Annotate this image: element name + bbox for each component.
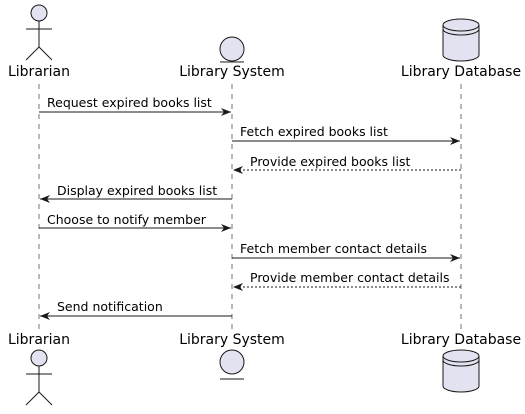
- database-icon: [442, 18, 480, 62]
- participant-label-library-database: Library Database: [400, 64, 522, 80]
- message-label: Request expired books list: [47, 95, 212, 110]
- message-label: Fetch expired books list: [240, 124, 388, 139]
- message-label: Send notification: [57, 299, 163, 314]
- entity-icon: [219, 36, 245, 63]
- participant-label-library-system: Library System: [179, 332, 285, 348]
- message-label: Provide expired books list: [250, 154, 411, 169]
- participant-label-librarian: Librarian: [7, 64, 70, 80]
- participant-label-library-system: Library System: [179, 64, 285, 80]
- entity-icon: [219, 349, 245, 380]
- message-label: Choose to notify member: [47, 212, 206, 227]
- actor-icon: [25, 349, 53, 406]
- actor-icon: [25, 4, 53, 61]
- message-label: Fetch member contact details: [240, 241, 428, 256]
- participant-label-library-database: Library Database: [400, 332, 522, 348]
- database-icon: [442, 349, 480, 393]
- participant-label-librarian: Librarian: [7, 332, 70, 348]
- message-label: Provide member contact details: [250, 270, 450, 285]
- message-label: Display expired books list: [57, 183, 218, 198]
